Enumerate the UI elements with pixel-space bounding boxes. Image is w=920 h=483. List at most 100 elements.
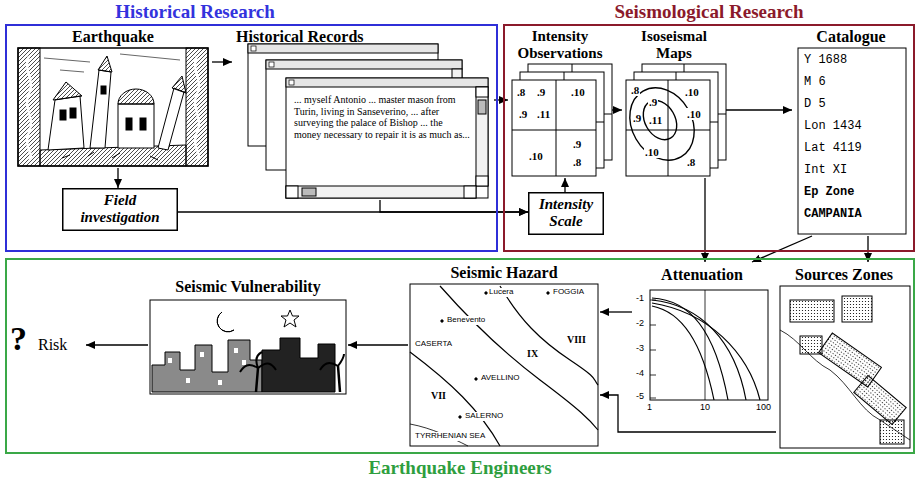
catalogue-card [798,48,906,234]
process-box: Field investigation [62,188,178,231]
flow-arrow [726,109,792,110]
axis-tick: -3 [636,344,644,354]
step-title: Attenuation [632,266,772,284]
flow-arrow [752,236,812,262]
intensity-value: .9 [632,112,642,124]
illustrated-step: Historical Records ... myself Antonio ...… [232,28,494,200]
flow-arrow [612,109,622,110]
catalogue-record: Catalogue Y 1688 M 6 D 5 Lon 1434Lat 4119Int… [792,28,910,236]
flow-arrow [86,344,148,345]
source-zones-map [780,286,910,448]
flow-arrow [212,61,232,62]
place-name: SALERNO [464,412,504,421]
flow-arrow [600,395,776,432]
catalogue-field: Lat 4119 [804,142,862,156]
flow-arrow [600,311,632,312]
step-title: Historical Records [236,28,466,46]
catalogue-field: D 5 [804,98,826,112]
intensity-value: .9 [536,86,546,98]
box-label: Field investigation [68,192,172,227]
place-name: Benevento [446,316,486,325]
intensity-value: .10 [644,146,660,158]
step-title: Isoseismal Maps [622,28,726,63]
earthquake-woodcut [18,48,208,166]
illustrated-step: Sources Zones [776,262,912,450]
axis-tick: -2 [636,319,644,329]
flow-arrow [564,178,565,192]
intensity-value: .10 [528,150,544,162]
axis-tick: 1 [647,403,652,413]
place-name: Lucera [488,288,514,297]
step-title: Seismic Vulnerability [148,278,348,296]
contour-label: VIII [566,334,587,345]
attenuation-chart [650,290,768,400]
document-windows [248,44,488,198]
box-label: Intensity Scale [534,196,598,231]
isoseismal-sheets [617,64,726,176]
flow-arrow [117,168,118,188]
intensity-value: .8 [686,156,696,168]
city-night-picture [150,300,346,394]
intensity-value: .10 [684,86,700,98]
step-title: Catalogue [792,28,910,46]
intensity-value: .9 [572,138,582,150]
place-name: CASERTA [414,340,453,349]
region-title: Historical Research [5,1,385,23]
axis-tick: -5 [636,392,644,402]
axis-tick: 10 [700,403,710,413]
axis-tick: 100 [756,403,771,413]
intensity-value: .9 [518,108,528,120]
process-box: Intensity Scale [528,192,604,235]
illustrated-step: Seismic Vulnerability [148,276,348,398]
catalogue-field: Lon 1434 [804,120,862,134]
illustrated-step: Intensity Observations [508,28,612,178]
region-panel: Earthquake Engineers?RiskSeismic Vulnera… [5,258,915,454]
place-name: TYRRHENIAN SEA [414,432,486,441]
intensity-value: .9 [648,96,658,108]
intensity-value: .11 [648,114,663,126]
axis-tick: -1 [636,294,644,304]
place-name: AVELLINO [480,374,521,383]
flow-arrow [494,99,508,100]
intensity-sheets [512,64,612,176]
intensity-value: .8 [630,84,640,96]
contour-label: VII [430,390,447,401]
illustrated-step: Isoseismal Maps [622,28,726,178]
place-name: FOGGIA [552,288,585,297]
catalogue-field: M 6 [804,76,826,90]
illustrated-step: Attenuation [632,262,772,416]
flow-arrow [380,200,528,212]
catalogue-field: CAMPANIA [804,208,862,222]
hazard-map [410,284,598,446]
flow-arrow [867,236,868,262]
step-title: Earthquake [14,28,212,46]
intensity-value: .8 [572,156,582,168]
question-mark: ? [10,320,36,357]
flow-arrow [704,178,705,262]
catalogue-field: Int XI [804,164,847,178]
axis-tick: -4 [636,369,644,379]
region-title: Earthquake Engineers [5,457,915,479]
catalogue-field: Y 1688 [804,54,847,68]
intensity-value: .10 [570,86,586,98]
step-title: Intensity Observations [508,28,612,63]
catalogue-field: Ep Zone [804,186,854,200]
step-title: Seismic Hazard [408,264,600,282]
region-title: Seismological Research [503,1,915,23]
intensity-value: .8 [516,86,526,98]
document-excerpt: ... myself Antonio ... master mason from… [294,94,470,140]
intensity-value: .11 [536,108,551,120]
region-panel: Seismological ResearchIntensity Observat… [503,24,915,252]
illustrated-step: Earthquake [14,28,212,168]
outcome-node: ?Risk [10,326,86,366]
outcome-label: Risk [38,336,84,354]
step-title: Sources Zones [776,266,912,284]
flow-arrow [348,344,408,345]
contour-label: IX [526,348,539,359]
intensity-value: .10 [686,108,702,120]
